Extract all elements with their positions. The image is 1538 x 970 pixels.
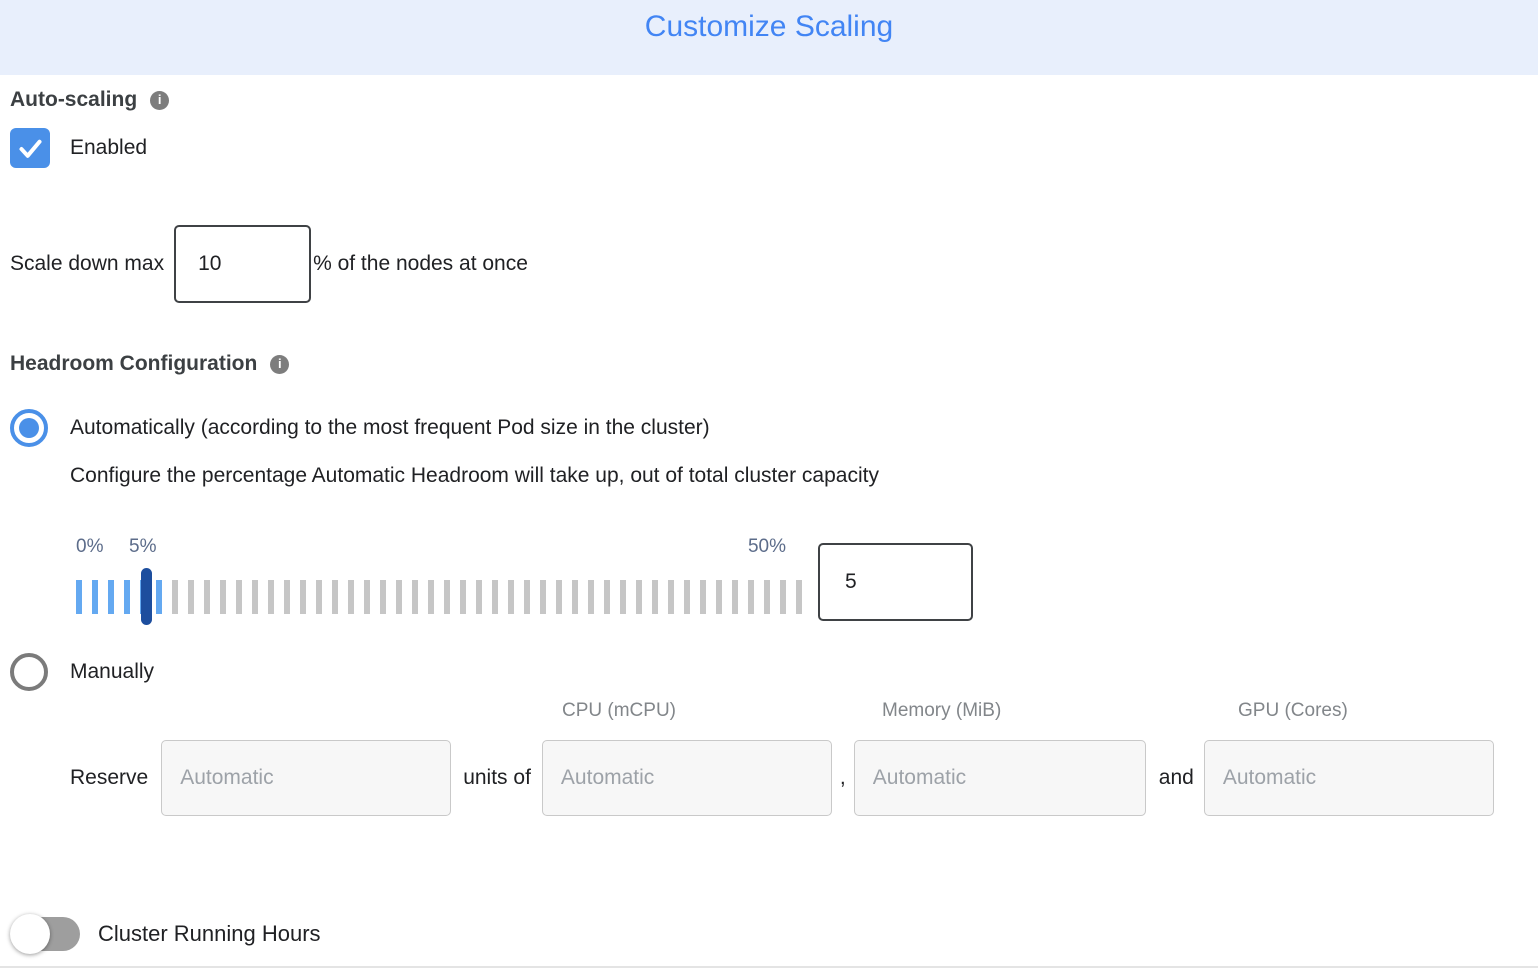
slider-tick bbox=[172, 580, 178, 614]
slider-tick bbox=[492, 580, 498, 614]
slider-tick bbox=[716, 580, 722, 614]
reserve-label: Reserve bbox=[70, 766, 149, 789]
slider-tick bbox=[204, 580, 210, 614]
slider-tick bbox=[156, 580, 162, 614]
slider-tick bbox=[412, 580, 418, 614]
slider-tick bbox=[476, 580, 482, 614]
slider-tick bbox=[300, 580, 306, 614]
dialog-title: Customize Scaling bbox=[644, 10, 894, 43]
auto-scaling-heading: Auto-scaling bbox=[10, 88, 1538, 112]
slider-tick bbox=[732, 580, 738, 614]
slider-tick bbox=[556, 580, 562, 614]
auto-scaling-checkbox[interactable] bbox=[10, 128, 50, 168]
headroom-heading: Headroom Configuration bbox=[10, 352, 1538, 376]
slider-tick bbox=[796, 580, 802, 614]
scale-down-suffix: % of the nodes at once bbox=[313, 252, 528, 275]
reserve-gpu-input[interactable] bbox=[1203, 740, 1494, 816]
headroom-heading-label: Headroom Configuration bbox=[10, 352, 258, 375]
dialog-header: Customize Scaling bbox=[0, 0, 1538, 75]
slider-tick bbox=[364, 580, 370, 614]
reserve-and-text: and bbox=[1158, 766, 1194, 789]
slider-tick bbox=[316, 580, 322, 614]
slider-tick bbox=[284, 580, 290, 614]
column-header-memory: Memory (MiB) bbox=[882, 700, 1002, 721]
slider-max-label: 50% bbox=[747, 536, 786, 557]
reserve-comma-text: , bbox=[839, 766, 846, 789]
reserve-column-headers: CPU (mCPU) Memory (MiB) GPU (Cores) bbox=[10, 700, 1538, 722]
cluster-running-hours-row: Cluster Running Hours bbox=[10, 914, 1538, 954]
check-icon bbox=[18, 139, 42, 158]
headroom-percentage-input[interactable] bbox=[818, 543, 973, 621]
cluster-running-hours-toggle[interactable] bbox=[10, 914, 80, 954]
slider-tick bbox=[780, 580, 786, 614]
bottom-divider bbox=[0, 966, 1538, 968]
headroom-manual-row: Manually bbox=[10, 653, 1538, 691]
headroom-manual-label[interactable]: Manually bbox=[70, 660, 155, 683]
dialog-content: Auto-scaling Enabled Scale down max % of… bbox=[0, 88, 1538, 954]
slider-min-label: 0% bbox=[76, 536, 104, 557]
cluster-running-hours-label: Cluster Running Hours bbox=[98, 921, 321, 946]
reserve-row: Reserve units of , and bbox=[10, 740, 1538, 816]
slider-tick bbox=[428, 580, 434, 614]
slider-labels: 0% 5% 50% bbox=[76, 536, 802, 562]
headroom-description: Configure the percentage Automatic Headr… bbox=[70, 464, 879, 487]
slider-tick bbox=[652, 580, 658, 614]
slider-current-label: 5% bbox=[129, 536, 157, 557]
scale-down-row: Scale down max % of the nodes at once bbox=[10, 225, 1538, 303]
auto-scaling-heading-label: Auto-scaling bbox=[10, 88, 138, 111]
headroom-manual-radio[interactable] bbox=[10, 653, 48, 691]
slider-tick bbox=[92, 580, 98, 614]
slider-tick bbox=[700, 580, 706, 614]
headroom-slider-ticks[interactable] bbox=[76, 568, 802, 625]
slider-tick bbox=[524, 580, 530, 614]
slider-tick bbox=[620, 580, 626, 614]
auto-scaling-enabled-row: Enabled bbox=[10, 128, 1538, 168]
headroom-automatic-row: Automatically (according to the most fre… bbox=[10, 409, 1538, 447]
info-icon[interactable] bbox=[150, 90, 170, 110]
column-header-cpu: CPU (mCPU) bbox=[562, 700, 676, 721]
slider-tick bbox=[684, 580, 690, 614]
headroom-automatic-label[interactable]: Automatically (according to the most fre… bbox=[70, 416, 710, 439]
slider-tick bbox=[748, 580, 754, 614]
slider-tick bbox=[268, 580, 274, 614]
reserve-units-of-text: units of bbox=[463, 766, 531, 789]
headroom-automatic-radio[interactable] bbox=[10, 409, 48, 447]
slider-tick bbox=[332, 580, 338, 614]
slider-tick bbox=[220, 580, 226, 614]
slider-tick bbox=[764, 580, 770, 614]
reserve-cpu-input[interactable] bbox=[541, 740, 832, 816]
slider-tick bbox=[188, 580, 194, 614]
slider-tick bbox=[588, 580, 594, 614]
slider-tick bbox=[124, 580, 130, 614]
slider-tick bbox=[668, 580, 674, 614]
reserve-units-input[interactable] bbox=[161, 740, 452, 816]
toggle-knob bbox=[10, 914, 50, 954]
slider-tick bbox=[108, 580, 114, 614]
slider-tick bbox=[76, 580, 82, 614]
slider-tick bbox=[508, 580, 514, 614]
slider-tick bbox=[252, 580, 258, 614]
slider-tick bbox=[636, 580, 642, 614]
scale-down-label: Scale down max bbox=[10, 252, 165, 275]
slider-tick bbox=[444, 580, 450, 614]
slider-tick bbox=[380, 580, 386, 614]
headroom-slider[interactable]: 0% 5% 50% bbox=[76, 536, 802, 625]
slider-tick bbox=[236, 580, 242, 614]
slider-tick bbox=[396, 580, 402, 614]
slider-tick bbox=[348, 580, 354, 614]
slider-tick bbox=[460, 580, 466, 614]
headroom-slider-area: 0% 5% 50% bbox=[76, 536, 1538, 625]
slider-handle[interactable] bbox=[141, 568, 152, 625]
reserve-memory-input[interactable] bbox=[853, 740, 1146, 816]
info-icon[interactable] bbox=[270, 354, 290, 374]
scale-down-max-input[interactable] bbox=[174, 225, 312, 303]
column-header-gpu: GPU (Cores) bbox=[1238, 700, 1348, 721]
slider-tick bbox=[572, 580, 578, 614]
auto-scaling-checkbox-label[interactable]: Enabled bbox=[70, 136, 148, 159]
slider-tick bbox=[604, 580, 610, 614]
slider-tick bbox=[540, 580, 546, 614]
